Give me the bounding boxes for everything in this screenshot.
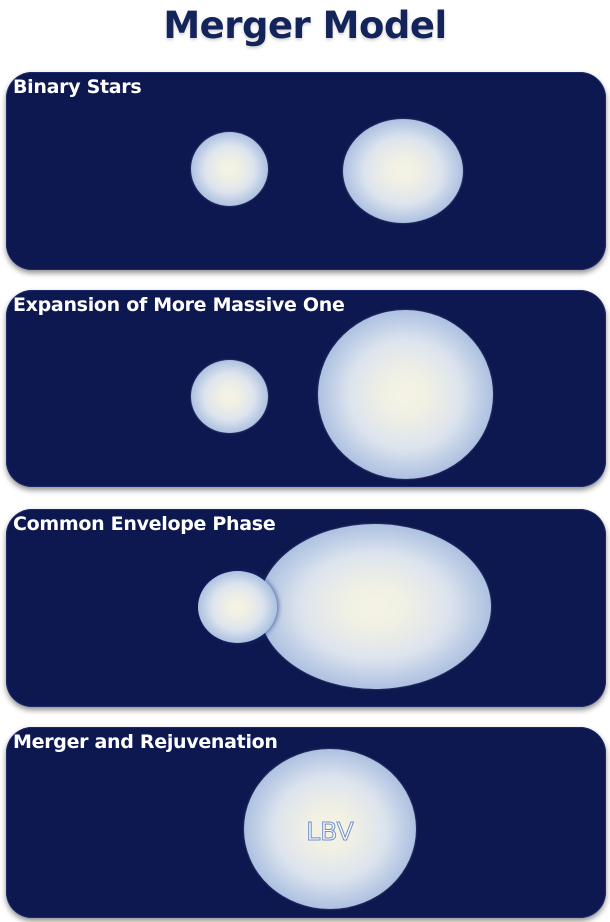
panel-label: Common Envelope Phase xyxy=(13,513,276,535)
small-star xyxy=(191,132,268,206)
panel-label: Binary Stars xyxy=(13,76,142,98)
panel-expansion: Expansion of More Massive One xyxy=(6,290,606,487)
panel-label: Merger and Rejuvenation xyxy=(13,731,278,753)
massive-star xyxy=(343,119,463,223)
panel-merger: Merger and Rejuvenation LBV xyxy=(6,727,606,918)
small-star xyxy=(198,571,277,643)
panel-common-envelope: Common Envelope Phase xyxy=(6,509,606,707)
panel-label: Expansion of More Massive One xyxy=(13,294,345,316)
envelope-star xyxy=(259,524,491,689)
panel-binary-stars: Binary Stars xyxy=(6,72,606,270)
page-title: Merger Model xyxy=(163,4,447,47)
lbv-label: LBV xyxy=(306,817,354,847)
merged-star xyxy=(244,749,416,909)
expanded-star xyxy=(318,310,493,479)
small-star xyxy=(191,360,268,433)
